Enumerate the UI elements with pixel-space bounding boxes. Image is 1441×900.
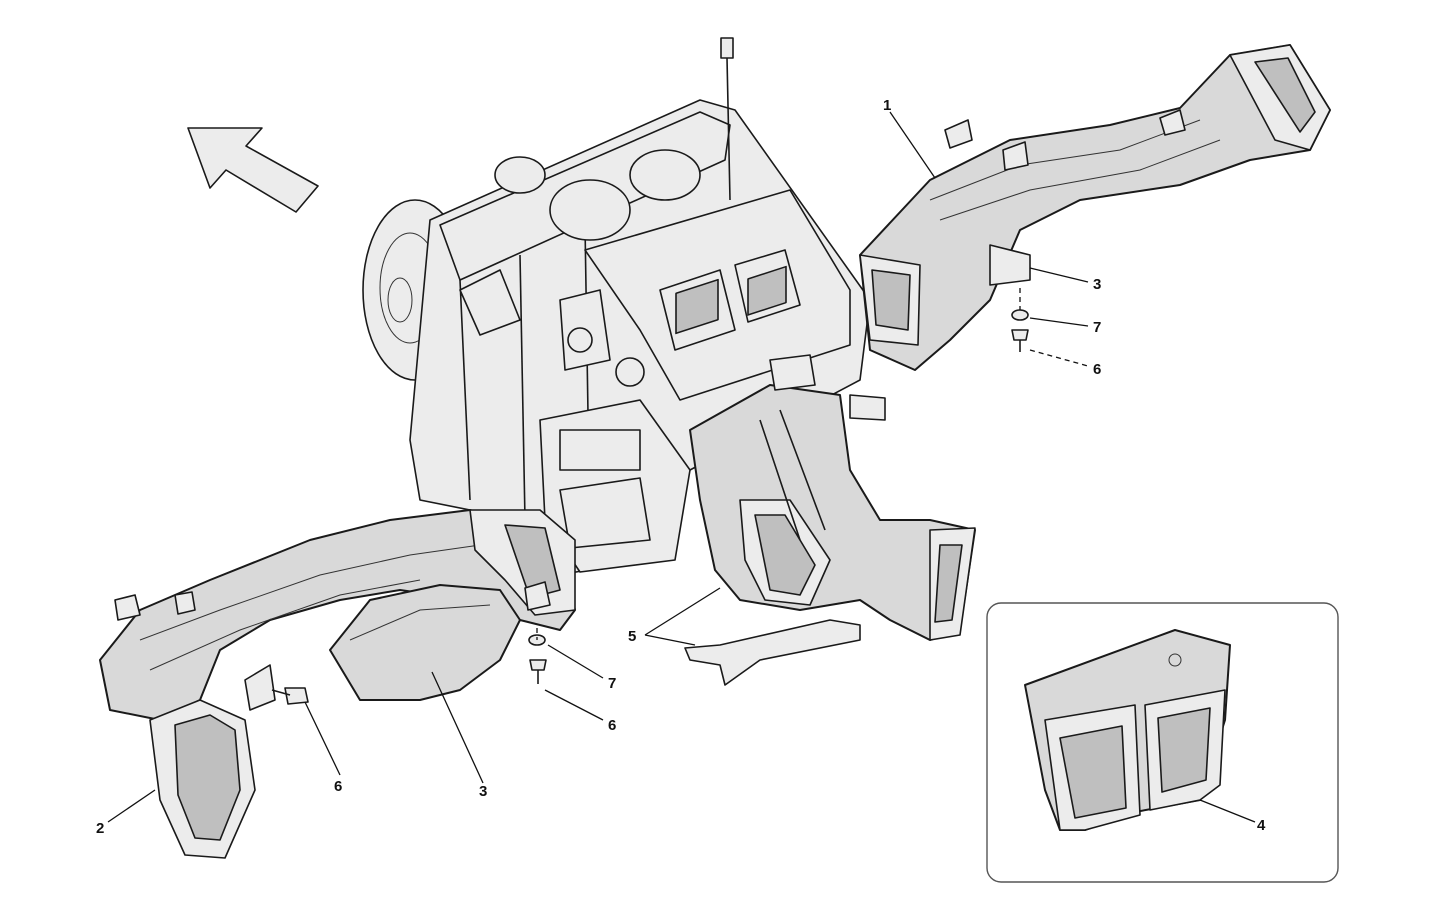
callout-4: 4 — [1257, 817, 1266, 834]
callout-3-right: 3 — [1093, 276, 1101, 293]
callout-6-centre: 6 — [608, 717, 616, 734]
duct-lower-centre — [329, 509, 576, 701]
callout-7-right: 7 — [1093, 319, 1101, 336]
callout-1: 1 — [883, 97, 891, 114]
callout-6-right: 6 — [1093, 361, 1101, 378]
duct-upper-right — [859, 44, 1331, 371]
callout-7-centre: 7 — [608, 675, 616, 692]
callout-5: 5 — [628, 628, 636, 645]
leader-lines — [107, 111, 1256, 823]
duct-adapter-part-4 — [1024, 629, 1231, 831]
callout-3-left: 3 — [479, 783, 487, 800]
duct-centre-front — [684, 354, 976, 686]
hvac-unit-assembly — [362, 37, 886, 576]
callout-labels: 1 2 3 3 4 5 6 6 6 7 7 — [96, 97, 1266, 837]
duct-lower-left — [99, 509, 576, 859]
callout-6-left: 6 — [334, 778, 342, 795]
direction-arrow — [187, 127, 319, 213]
callout-2: 2 — [96, 820, 104, 837]
washer-icon — [1011, 309, 1029, 321]
inset-detail-panel — [986, 602, 1339, 883]
